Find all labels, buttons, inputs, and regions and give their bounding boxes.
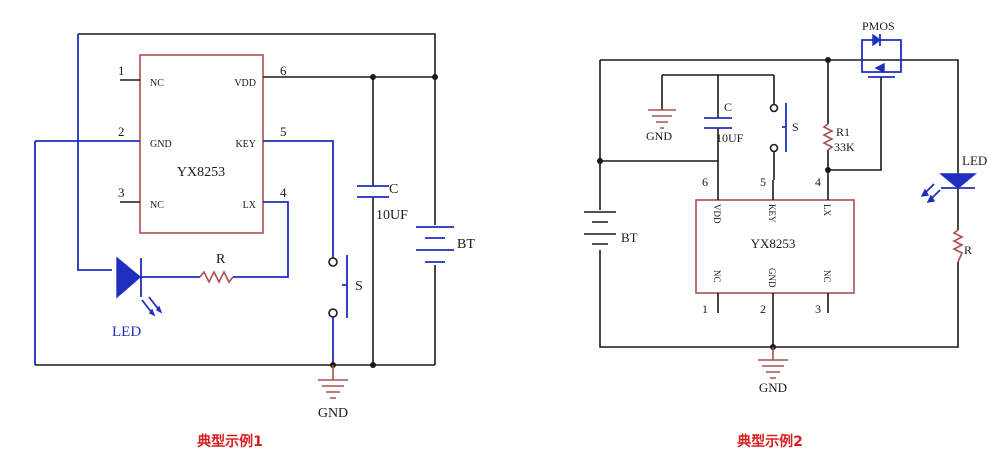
pin2-name: GND [150,139,172,150]
capacitor-c-value: 10UF [376,208,408,223]
pin1-number: 1 [118,63,125,78]
battery-bt-2-label: BT [621,230,638,245]
gnd-symbol-1 [318,365,348,399]
led-1-arrowheads [148,305,163,317]
wire-lx [233,201,289,278]
led-1-cathode [140,258,200,297]
gnd-symbol-2 [758,347,788,379]
gnd-1-label: GND [318,406,348,421]
pmos-diode-triangle [872,33,882,47]
pin3-number: 3 [118,185,125,200]
switch-s-label: S [355,279,363,294]
pin1-name: NC [150,78,164,89]
pin6-number: 6 [280,63,287,78]
pin6-2-name: VDD [712,204,722,224]
capacitor-c-2-label: C [724,100,732,114]
resistor-r1-value: 33K [834,140,855,154]
pin5-name: KEY [235,139,256,150]
switch-2-contact-bottom [769,143,779,153]
gnd-top-symbol [648,109,676,129]
gnd-2-label: GND [759,380,787,395]
pin4-name: LX [243,200,257,211]
resistor-r1-label: R1 [836,125,850,139]
pmos-label: PMOS [862,19,895,33]
capacitor-c-label: C [389,182,398,197]
led-2 [939,173,977,189]
diagram-1: YX8253 NC GND NC VDD KEY LX 1 2 3 6 5 4 … [34,33,475,450]
caption-example-1: 典型示例1 [197,433,263,450]
pmos-arrow [874,62,885,74]
diagram-2: YX8253 VDD KEY LX NC GND NC 6 5 4 1 2 3 … [584,19,987,450]
pin2-2-name: GND [767,268,777,288]
pin4-2-name: LX [822,204,832,216]
ic-yx8253-body [139,54,264,234]
switch-s-2 [782,103,787,152]
ic-label: YX8253 [177,165,225,180]
pin5-2-number: 5 [760,175,766,189]
led-1-emission-arrows [141,296,160,314]
pin3-2-number: 3 [815,302,821,316]
capacitor-c-2-value: 10UF [716,131,744,145]
resistor-r-label: R [216,252,226,267]
resistor-r [199,270,234,284]
wire-vdd-loop [78,33,436,78]
wire-vdd-2 [600,160,719,180]
led-2-arrowheads [920,188,936,203]
pin5-2-name: KEY [767,204,777,223]
switch-2-contact-top [769,103,779,113]
pmos-diode-wires [861,39,902,60]
wire-key [263,140,334,258]
switch-contact-top [328,257,338,267]
pin1-2-name: NC [712,270,722,283]
pin2-number: 2 [118,124,125,139]
led-1-label: LED [112,324,141,340]
switch-contact-bottom [328,308,338,318]
pin2-2-number: 2 [760,302,766,316]
ic-2-pin-stubs [717,180,829,347]
ic-yx8253-body-2 [695,199,855,294]
battery-bt-label: BT [457,237,475,252]
pin4-number: 4 [280,185,287,200]
node-gnd-cap [370,362,376,368]
switch-s-2-label: S [792,120,799,134]
resistor-r-2 [952,229,964,263]
nc-pin-stubs [120,79,140,203]
led-1 [116,256,142,299]
pin6-2-number: 6 [702,175,708,189]
pin5-number: 5 [280,124,287,139]
wire-pmos-gate [828,77,882,171]
resistor-r1 [822,123,834,151]
pin3-2-name: NC [822,270,832,283]
wire-gnd-left [34,140,120,365]
led-2-label: LED [962,153,987,168]
pmos-body [861,60,902,73]
resistor-r-2-label: R [964,243,972,257]
ic-2-label: YX8253 [751,236,796,251]
pin3-name: NC [150,200,164,211]
wire-cap-branch [661,74,774,161]
pin4-2-number: 4 [815,175,821,189]
capacitor-c-2 [704,117,732,129]
gnd-top-label: GND [646,129,672,143]
wire-led-anode [77,34,112,271]
battery-bt-2 [584,211,616,245]
wire-loop-2 [599,59,959,348]
caption-example-2: 典型示例2 [737,433,803,450]
pin1-2-number: 1 [702,302,708,316]
pin6-name: VDD [234,78,256,89]
switch-s [342,255,348,318]
capacitor-c [357,185,389,198]
battery-bt [416,226,454,263]
